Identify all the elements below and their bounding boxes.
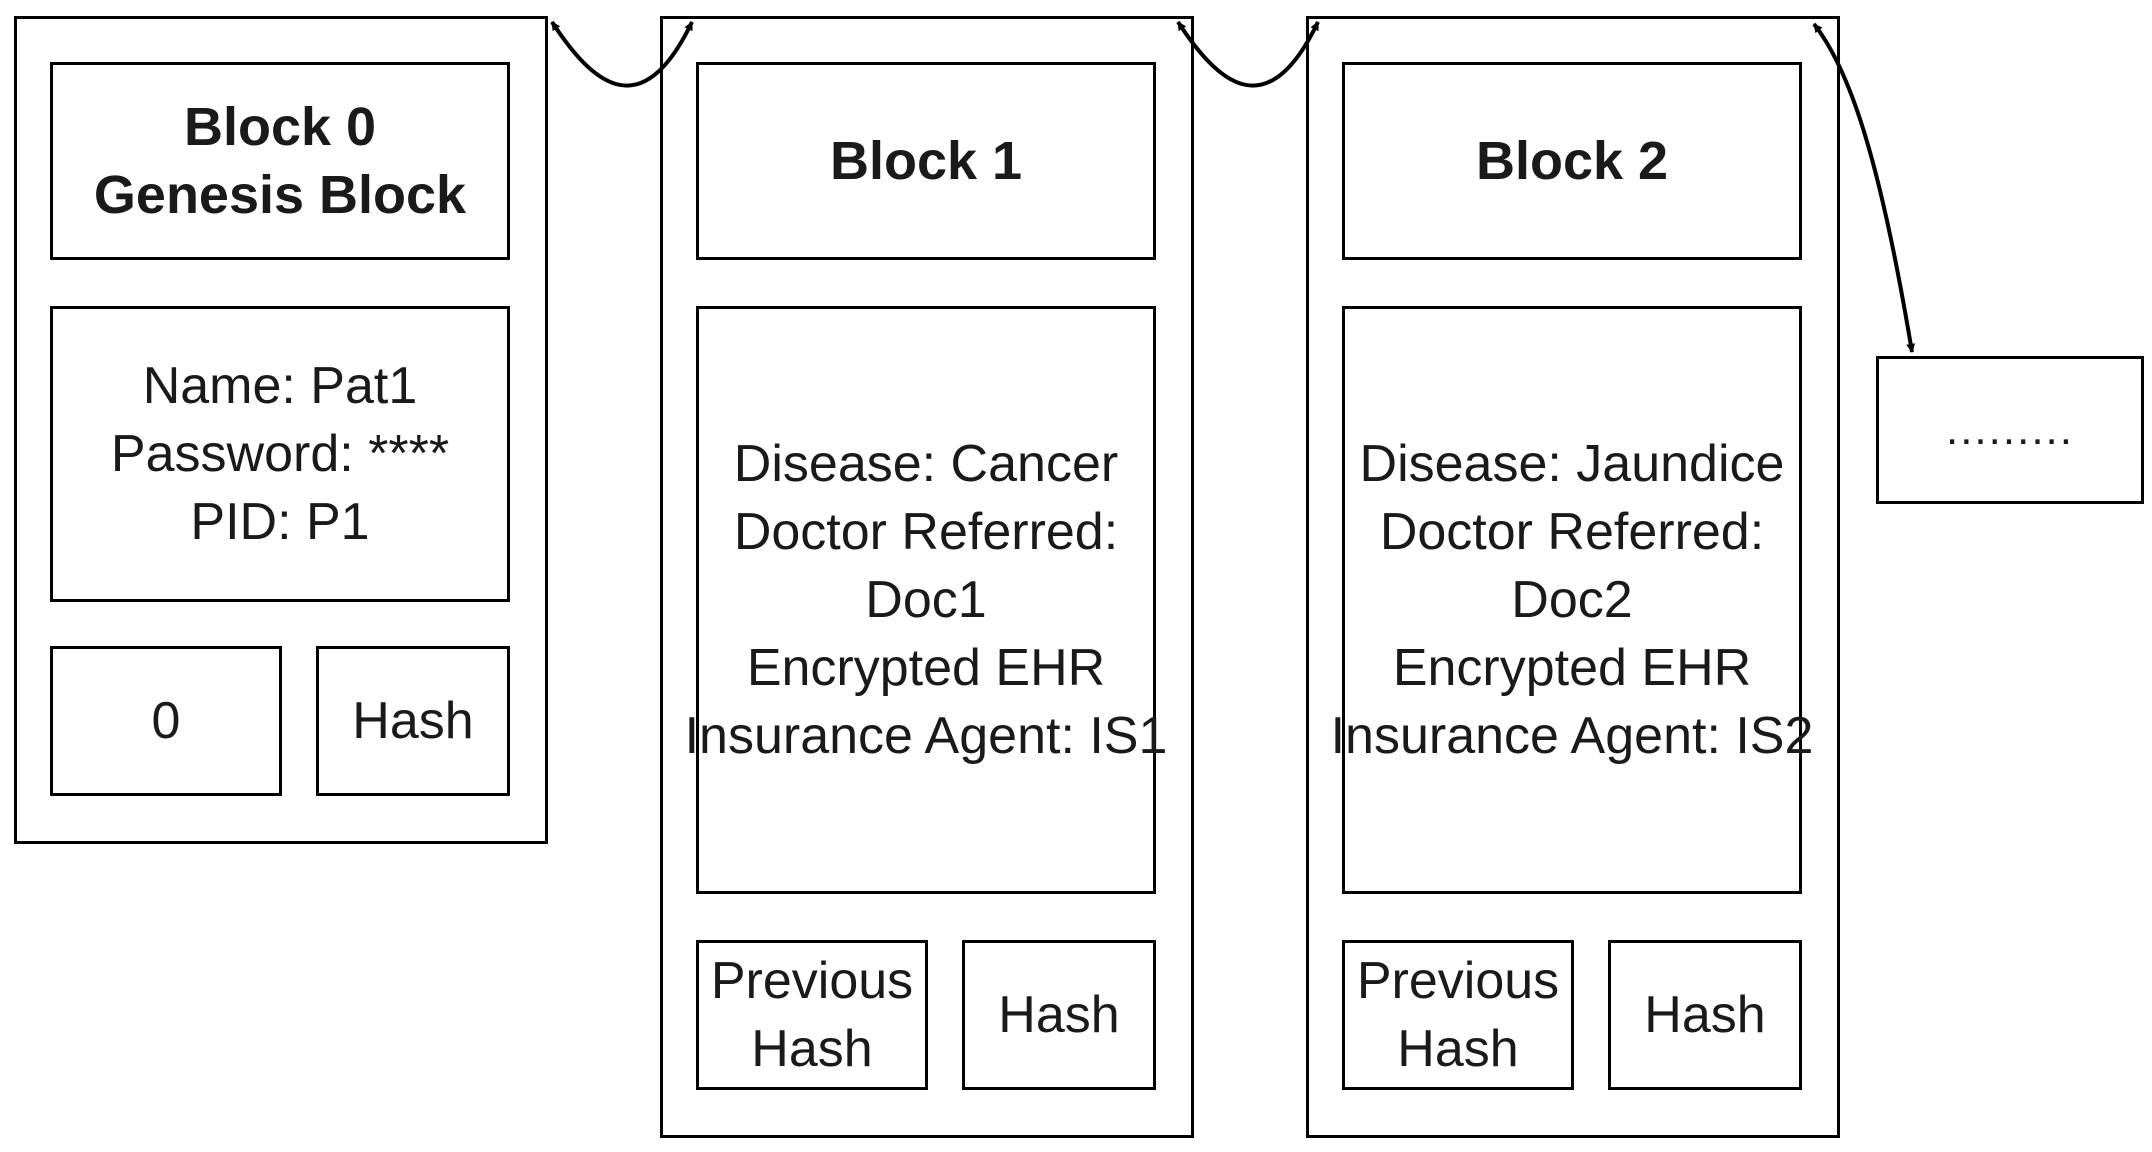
- block-1-previous-hash-line-1: Previous: [710, 952, 914, 1010]
- block-0-title-line-2: Genesis Block: [93, 165, 467, 225]
- block-2-data-line-2: Doctor Referred:: [1379, 503, 1765, 561]
- next-block-ellipsis: .........: [1945, 405, 2075, 454]
- block-2-title-line-1: Block 2: [1475, 131, 1669, 191]
- block-2-previous-hash-line-1: Previous: [1356, 952, 1560, 1010]
- block-0-data-line-2: Password: ****: [110, 425, 450, 483]
- block-2-data-line-3: Doc2: [1511, 571, 1633, 629]
- block-0-data-line-1: Name: Pat1: [142, 357, 418, 415]
- block-1-data-line-2: Doctor Referred:: [733, 503, 1119, 561]
- block-1-data-line-3: Doc1: [865, 571, 987, 629]
- block-0-hash-label: Hash: [352, 692, 474, 750]
- block-1-previous-hash-line-2: Hash: [751, 1020, 873, 1078]
- block-2-data: Disease: Jaundice Doctor Referred: Doc2 …: [1331, 306, 1813, 894]
- block-0-previous-hash-value: 0: [151, 692, 181, 750]
- block-1-data-line-5: Insurance Agent: IS1: [684, 707, 1168, 765]
- block-2-data-line-5: Insurance Agent: IS2: [1330, 707, 1814, 765]
- block-2-title: Block 2: [1342, 62, 1802, 260]
- block-1-hash: Hash: [962, 940, 1156, 1090]
- block-2-data-line-1: Disease: Jaundice: [1359, 435, 1785, 493]
- link-arrow-block1-block2: [1176, 20, 1320, 88]
- block-2-previous-hash-line-2: Hash: [1397, 1020, 1519, 1078]
- block-2-hash: Hash: [1608, 940, 1802, 1090]
- block-0-data-line-3: PID: P1: [190, 493, 370, 551]
- block-1-title-line-1: Block 1: [829, 131, 1023, 191]
- block-1-data: Disease: Cancer Doctor Referred: Doc1 En…: [685, 306, 1167, 894]
- block-1-previous-hash: Previous Hash: [696, 940, 928, 1090]
- block-0-previous-hash: 0: [50, 646, 282, 796]
- block-0-title: Block 0 Genesis Block: [50, 62, 510, 260]
- block-0-hash: Hash: [316, 646, 510, 796]
- block-1-data-line-1: Disease: Cancer: [733, 435, 1119, 493]
- block-1-hash-label: Hash: [998, 986, 1120, 1044]
- block-2-hash-label: Hash: [1644, 986, 1766, 1044]
- block-0-title-line-1: Block 0: [183, 97, 377, 157]
- block-1-data-line-4: Encrypted EHR: [746, 639, 1106, 697]
- block-1-title: Block 1: [696, 62, 1156, 260]
- block-0-data: Name: Pat1 Password: **** PID: P1: [50, 306, 510, 602]
- next-block: .........: [1876, 356, 2144, 504]
- block-2-data-line-4: Encrypted EHR: [1392, 639, 1752, 697]
- block-2-previous-hash: Previous Hash: [1342, 940, 1574, 1090]
